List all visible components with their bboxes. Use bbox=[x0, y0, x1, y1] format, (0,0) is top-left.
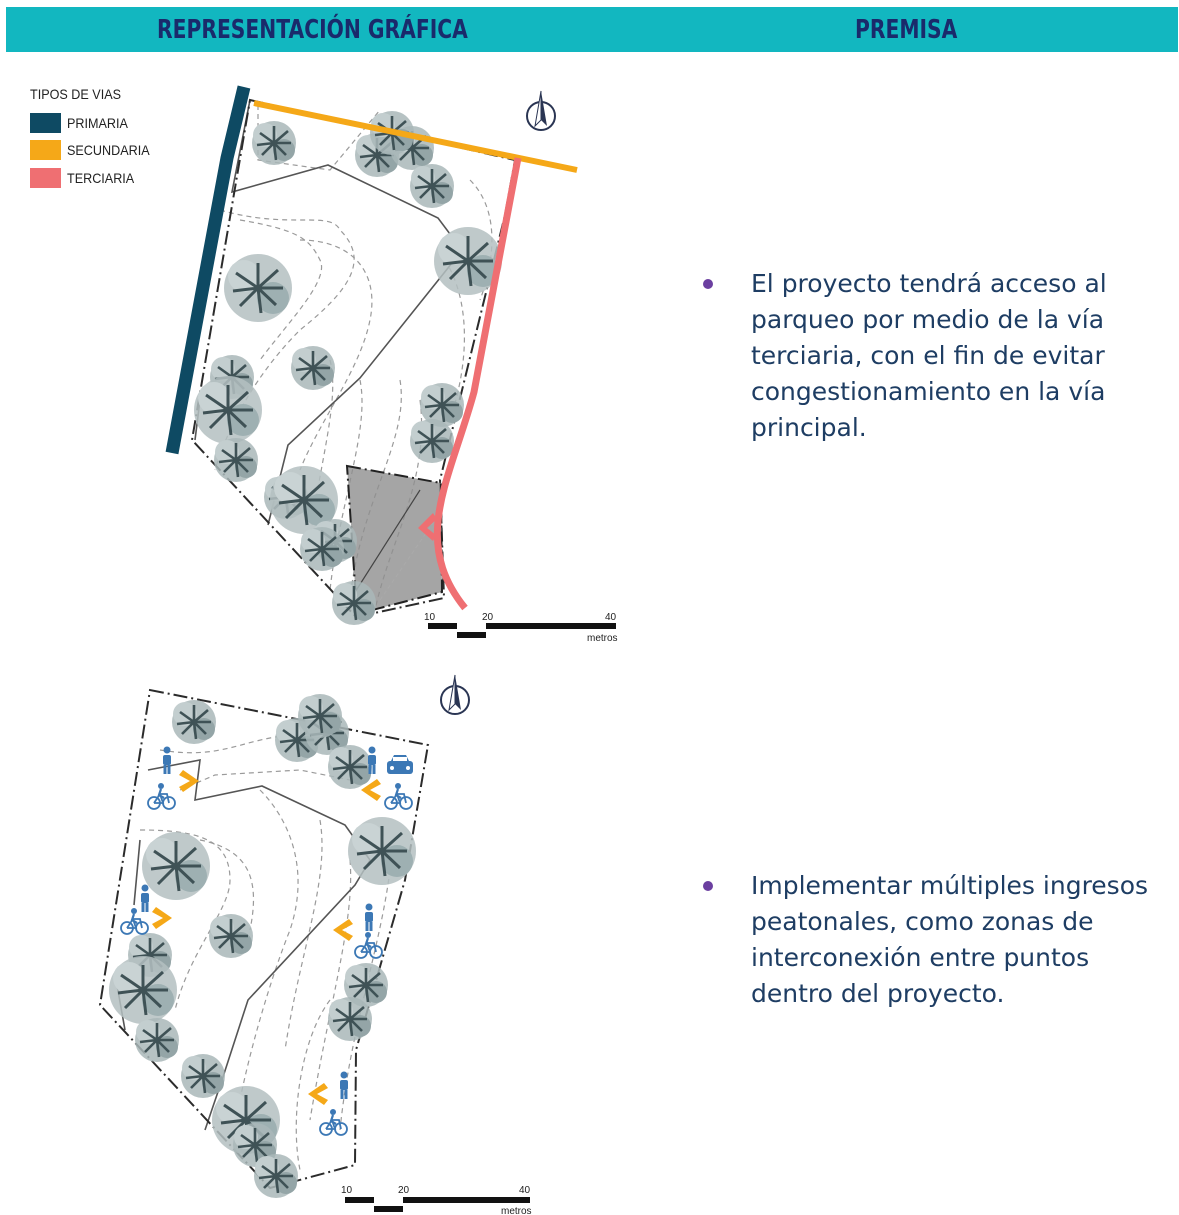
entry-arrow-icon bbox=[308, 1083, 328, 1105]
bullet-icon bbox=[703, 881, 713, 891]
entry-arrow-icon bbox=[333, 919, 353, 941]
bullet-icon bbox=[703, 279, 713, 289]
legend-title: TIPOS DE VIAS bbox=[30, 86, 122, 102]
premise-text-1: El proyecto tendrá acceso al parqueo por… bbox=[751, 269, 1107, 442]
scale1-tick-40: 40 bbox=[605, 612, 617, 623]
scale2-tick-20: 20 bbox=[398, 1185, 410, 1196]
bicycle-icon bbox=[318, 1107, 349, 1137]
scale1-tick-10: 10 bbox=[424, 612, 436, 623]
compass-icon bbox=[440, 674, 470, 715]
legend-swatch-primary bbox=[30, 113, 61, 133]
bicycle-icon bbox=[146, 781, 177, 811]
scale1-tick-20: 20 bbox=[482, 612, 494, 623]
header-bar: REPRESENTACIÓN GRÁFICA PREMISA bbox=[6, 7, 1178, 52]
pedestrian-icon bbox=[368, 746, 376, 774]
pedestrian-icon bbox=[365, 903, 373, 931]
compass-icon bbox=[526, 90, 556, 131]
site-plan-road-access bbox=[165, 85, 616, 638]
scale-bar-1 bbox=[428, 623, 616, 638]
legend-swatch-secondary bbox=[30, 140, 61, 160]
legend-swatch-tertiary bbox=[30, 168, 61, 188]
header-title-graphic: REPRESENTACIÓN GRÁFICA bbox=[157, 15, 468, 45]
scale2-tick-40: 40 bbox=[519, 1185, 531, 1196]
legend-label-secondary: SECUNDARIA bbox=[67, 142, 150, 158]
scale1-unit: metros bbox=[587, 633, 618, 644]
premise-text-2: Implementar múltiples ingresos peatonale… bbox=[751, 871, 1149, 1008]
header-title-premise: PREMISA bbox=[855, 15, 958, 45]
legend-label-tertiary: TERCIARIA bbox=[67, 170, 135, 186]
car-icon bbox=[387, 755, 413, 774]
legend-label-primary: PRIMARIA bbox=[67, 115, 128, 131]
scale2-unit: metros bbox=[501, 1206, 532, 1215]
scale2-tick-10: 10 bbox=[341, 1185, 353, 1196]
scale-bar-2 bbox=[345, 1197, 530, 1212]
entry-arrow-icon bbox=[152, 907, 172, 929]
bicycle-icon bbox=[383, 781, 414, 811]
pedestrian-icon bbox=[141, 884, 149, 912]
pedestrian-icon bbox=[163, 746, 171, 774]
site-plan-pedestrian-access bbox=[98, 674, 530, 1212]
